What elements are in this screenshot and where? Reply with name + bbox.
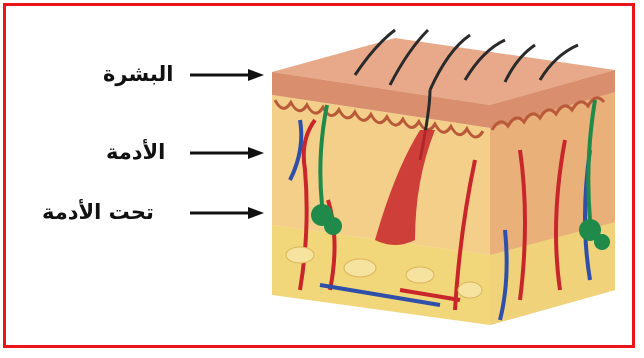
skin-cross-section-illustration — [0, 0, 644, 358]
